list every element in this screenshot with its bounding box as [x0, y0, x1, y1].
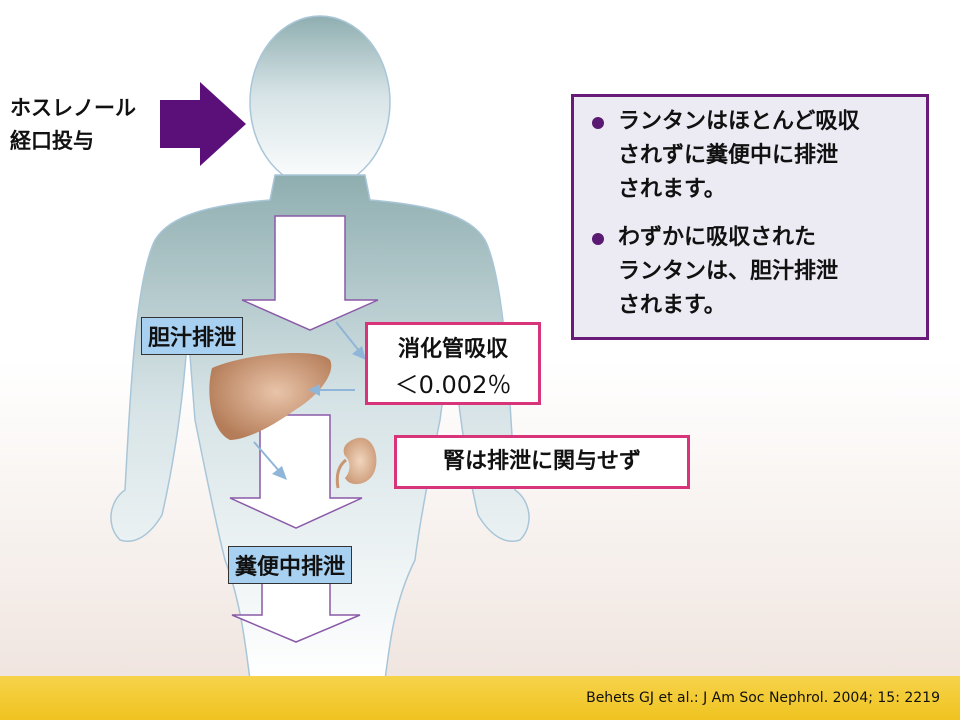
absorption-arrow-icon	[335, 321, 366, 360]
citation: Behets GJ et al.: J Am Soc Nephrol. 2004…	[586, 690, 940, 706]
note1-line3: されます。	[618, 177, 726, 202]
fecal-excretion-label: 糞便中排泄	[228, 546, 353, 584]
summary-note-2: わずかに吸収された ランタンは、胆汁排泄 されます。	[592, 221, 916, 323]
gi-absorption-value: ＜0.002％	[394, 371, 512, 399]
down-arrow-upper	[241, 215, 379, 331]
dosage-arrow-icon	[160, 82, 246, 166]
gi-absorption-box: 消化管吸収 ＜0.002％	[365, 322, 541, 405]
bullet-icon	[592, 233, 604, 245]
summary-note-1: ランタンはほとんど吸収 されずに糞便中に排泄 されます。	[592, 105, 916, 207]
kidney-icon	[335, 437, 377, 489]
dosage-label: ホスレノール 経口投与	[10, 92, 136, 158]
note1-line1: ランタンはほとんど吸収	[618, 109, 860, 134]
bile-excretion-label: 胆汁排泄	[141, 317, 244, 355]
to-liver-arrow-icon	[308, 384, 355, 396]
kidney-note-box: 腎は排泄に関与せず	[394, 435, 690, 489]
note2-line2: ランタンは、胆汁排泄	[618, 259, 839, 284]
down-arrow-lower	[231, 579, 361, 643]
summary-box: ランタンはほとんど吸収 されずに糞便中に排泄 されます。 わずかに吸収された ラ…	[571, 94, 929, 340]
bullet-icon	[592, 117, 604, 129]
note2-line3: されます。	[618, 293, 726, 318]
down-arrow-middle	[229, 414, 363, 529]
note1-line2: されずに糞便中に排泄	[618, 143, 839, 168]
dosage-line2: 経口投与	[10, 129, 94, 153]
liver-icon	[209, 353, 332, 440]
dosage-line1: ホスレノール	[10, 96, 136, 120]
gi-absorption-title: 消化管吸収	[397, 337, 508, 362]
note2-line1: わずかに吸収された	[618, 225, 817, 250]
bile-arrow-icon	[253, 441, 287, 480]
footer-band	[0, 676, 960, 720]
